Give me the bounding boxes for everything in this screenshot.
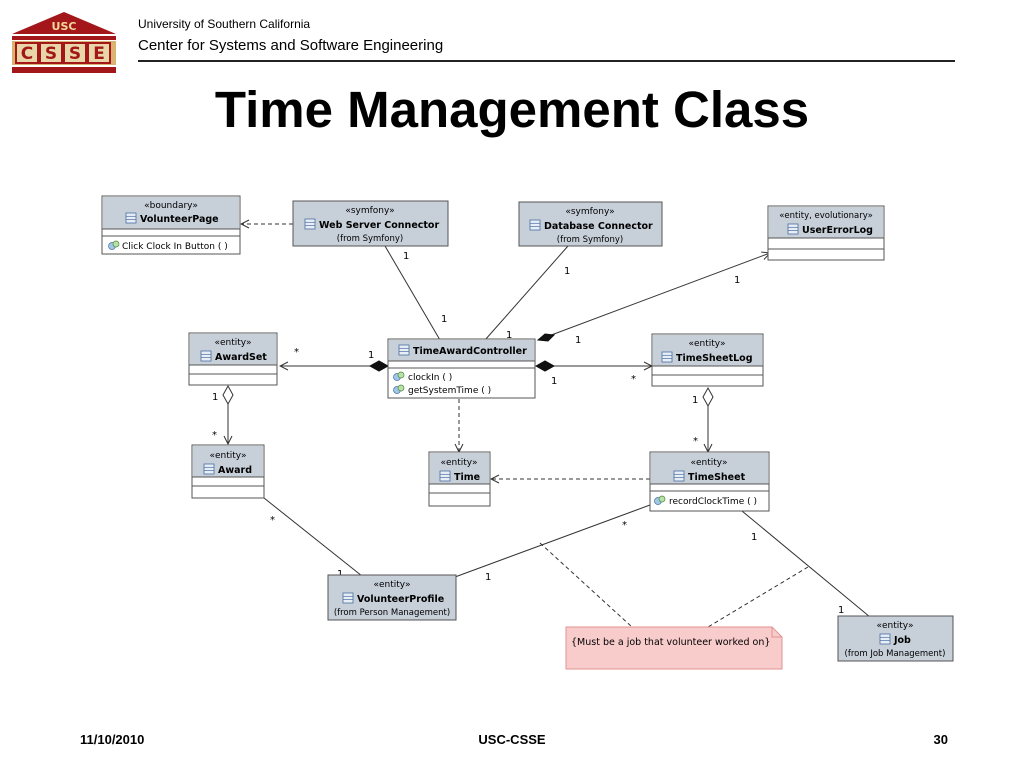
svg-text:Database Connector: Database Connector	[544, 221, 653, 232]
mult-label: *	[270, 515, 275, 526]
mult-label: *	[631, 374, 636, 385]
svg-text:S: S	[45, 44, 57, 64]
footer-page-number: 30	[933, 732, 948, 747]
class-time: «entity» Time	[428, 451, 491, 507]
diamond-awardset-award	[222, 384, 234, 406]
svg-text:TimeAwardController: TimeAwardController	[413, 346, 527, 357]
mult-label: 1	[403, 251, 409, 262]
assoc-award-volunteerprofile	[263, 497, 363, 577]
assoc-controller-usererrorlog	[537, 253, 770, 341]
footer-center: USC-CSSE	[478, 732, 546, 747]
class-award: «entity» Award	[191, 444, 265, 499]
svg-text:«entity»: «entity»	[374, 580, 411, 590]
svg-text:«entity»: «entity»	[215, 338, 252, 348]
mult-label: 1	[485, 572, 491, 583]
assoc-timesheet-volunteerprofile	[454, 504, 651, 578]
svg-text:Award: Award	[218, 465, 252, 476]
svg-text:«entity»: «entity»	[691, 458, 728, 468]
note-link-right	[707, 566, 809, 628]
svg-text:(from Symfony): (from Symfony)	[337, 234, 403, 244]
mult-label: *	[212, 430, 217, 441]
class-time-award-controller: TimeAwardController clockIn ( ) getSyste…	[387, 338, 536, 399]
class-timesheet: «entity» TimeSheet recordClockTime ( )	[649, 451, 770, 512]
svg-text:«entity»: «entity»	[210, 451, 247, 461]
svg-text:Click Clock In Button ( ): Click Clock In Button ( )	[122, 242, 228, 252]
logo-usc-text: USC	[52, 20, 77, 33]
assoc-webserver-controller	[384, 245, 441, 341]
constraint-note: {Must be a job that volunteer worked on}	[565, 626, 783, 670]
slide-title: Time Management Class	[214, 81, 810, 138]
logo-letters: C S S E	[15, 42, 111, 64]
assoc-db-controller	[484, 245, 569, 341]
svg-text:C: C	[21, 44, 33, 64]
diamond-controller-awardset	[368, 360, 390, 372]
svg-text:(from Symfony): (from Symfony)	[557, 235, 623, 245]
multiplicity-labels: 1 1 1 1 1 1 * 1 1 * 1 * 1 * * 1 * 1 1 1 …	[212, 251, 844, 616]
svg-text:(from Job Management): (from Job Management)	[845, 649, 946, 659]
diamond-controller-timesheetlog	[534, 360, 556, 372]
mult-label: *	[622, 520, 627, 531]
mult-label: 1	[734, 275, 740, 286]
class-database-connector: «symfony» Database Connector (from Symfo…	[518, 201, 663, 247]
diamond-timesheetlog-timesheet	[702, 386, 714, 408]
svg-text:clockIn ( ): clockIn ( )	[408, 373, 452, 383]
class-job: «entity» Job (from Job Management)	[837, 615, 954, 662]
svg-text:Web Server Connector: Web Server Connector	[319, 220, 439, 231]
mult-label: 1	[212, 392, 218, 403]
svg-text:TimeSheet: TimeSheet	[688, 472, 746, 483]
mult-label: *	[693, 436, 698, 447]
svg-text:getSystemTime ( ): getSystemTime ( )	[408, 386, 491, 396]
class-user-error-log: «entity, evolutionary» UserErrorLog	[767, 205, 885, 261]
note-link-left	[539, 542, 633, 628]
connectors	[222, 224, 871, 628]
svg-text:«entity»: «entity»	[689, 339, 726, 349]
svg-text:recordClockTime ( ): recordClockTime ( )	[669, 497, 757, 507]
svg-text:E: E	[93, 44, 105, 64]
svg-text:VolunteerPage: VolunteerPage	[140, 214, 219, 225]
class-volunteer-profile: «entity» VolunteerProfile (from Person M…	[327, 574, 457, 621]
header-rule	[138, 60, 955, 62]
svg-text:«entity»: «entity»	[441, 458, 478, 468]
class-timesheet-log: «entity» TimeSheetLog	[651, 333, 764, 387]
mult-label: 1	[551, 376, 557, 387]
svg-text:«entity, evolutionary»: «entity, evolutionary»	[779, 211, 873, 221]
university-name: University of Southern California	[138, 17, 311, 31]
svg-text:VolunteerProfile: VolunteerProfile	[357, 594, 444, 605]
svg-text:AwardSet: AwardSet	[215, 352, 267, 363]
mult-label: 1	[575, 335, 581, 346]
svg-text:(from Person Management): (from Person Management)	[334, 608, 450, 618]
mult-label: *	[294, 347, 299, 358]
svg-text:Job: Job	[893, 635, 911, 646]
center-name: Center for Systems and Software Engineer…	[138, 37, 444, 54]
mult-label: 1	[368, 350, 374, 361]
class-volunteer-page: «boundary» VolunteerPage Click Clock In …	[101, 195, 241, 255]
class-web-server-connector: «symfony» Web Server Connector (from Sym…	[292, 200, 449, 247]
svg-text:«boundary»: «boundary»	[144, 201, 198, 211]
svg-text:{Must be a job that volunteer: {Must be a job that volunteer worked on}	[571, 637, 770, 648]
mult-label: 1	[441, 314, 447, 325]
usc-csse-logo: USC C S S E	[12, 12, 116, 73]
footer-date: 11/10/2010	[80, 732, 145, 747]
diamond-controller-usererrorlog	[536, 333, 556, 342]
svg-text:Time: Time	[454, 472, 480, 483]
mult-label: 1	[838, 605, 844, 616]
mult-label: 1	[692, 395, 698, 406]
svg-text:«symfony»: «symfony»	[345, 206, 394, 216]
svg-text:S: S	[69, 44, 81, 64]
assoc-timesheet-job	[741, 510, 871, 618]
svg-text:UserErrorLog: UserErrorLog	[802, 225, 873, 236]
mult-label: 1	[564, 266, 570, 277]
mult-label: 1	[751, 532, 757, 543]
class-award-set: «entity» AwardSet	[188, 332, 278, 386]
svg-text:«symfony»: «symfony»	[565, 207, 614, 217]
svg-text:«entity»: «entity»	[877, 621, 914, 631]
svg-text:TimeSheetLog: TimeSheetLog	[676, 353, 753, 364]
mult-label: 1	[506, 330, 512, 341]
